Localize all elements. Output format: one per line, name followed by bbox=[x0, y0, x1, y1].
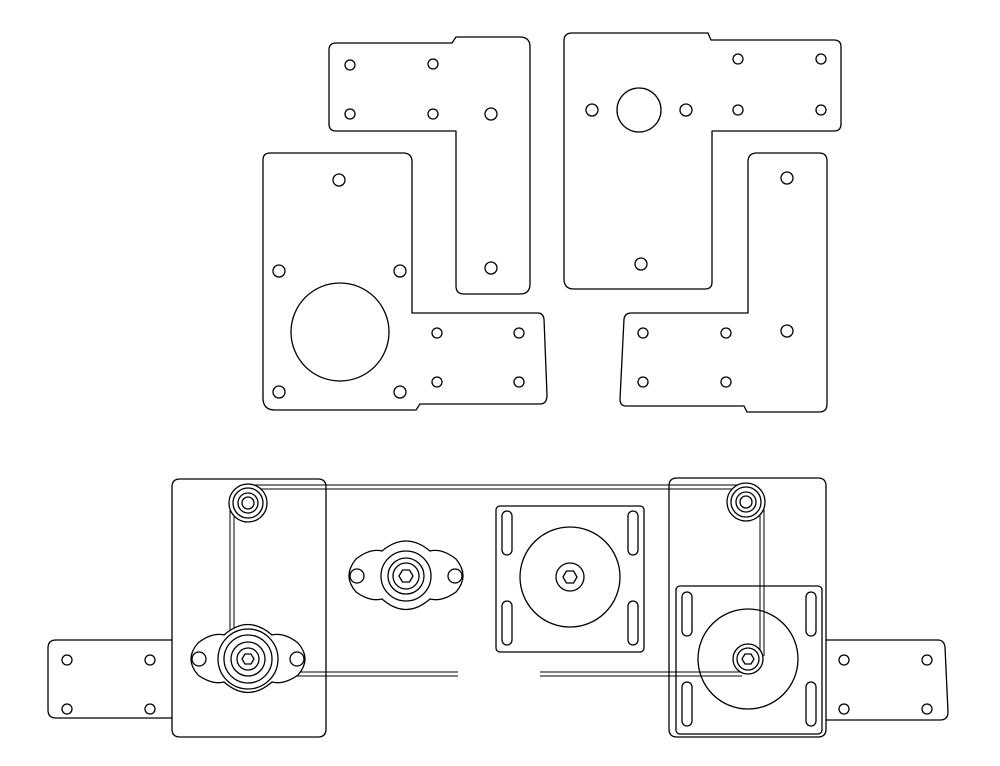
plate-b-hole bbox=[272, 385, 286, 399]
plate-d-hole bbox=[720, 376, 732, 388]
plate-d-hole bbox=[720, 327, 732, 339]
plate-b-hole bbox=[393, 264, 407, 278]
plate-b-outline bbox=[262, 152, 548, 411]
assembly-left-bracket bbox=[47, 478, 327, 738]
idler-pulley-right bbox=[726, 482, 766, 522]
plate-a-outline bbox=[328, 36, 531, 295]
right-bracket-hole bbox=[921, 703, 933, 715]
plate-a bbox=[328, 36, 531, 295]
left-bracket-hole bbox=[144, 654, 156, 666]
plate-a-hole bbox=[427, 108, 439, 120]
plate-d-hole bbox=[637, 327, 649, 339]
plate-d-hole bbox=[780, 324, 794, 338]
plate-b bbox=[262, 152, 548, 411]
plate-a-hole bbox=[344, 108, 356, 120]
plate-b-hole bbox=[393, 385, 407, 399]
left-bracket-hole bbox=[144, 703, 156, 715]
plate-c-hole bbox=[815, 53, 827, 65]
plate-d-hole bbox=[637, 376, 649, 388]
plate-b-hole bbox=[272, 264, 286, 278]
plate-a-hole bbox=[484, 261, 498, 275]
plate-a-hole bbox=[484, 107, 498, 121]
flange-bearing-left bbox=[190, 623, 306, 694]
plate-d-outline bbox=[619, 152, 828, 413]
plate-d-hole bbox=[780, 171, 794, 185]
plate-c-bearing-bore bbox=[616, 87, 662, 133]
plate-c-hole bbox=[732, 53, 744, 65]
flange-bearing-middle bbox=[348, 540, 464, 611]
plate-b-hole bbox=[431, 327, 443, 339]
plate-c-hole bbox=[732, 104, 744, 116]
plate-b-hole bbox=[332, 173, 346, 187]
plate-c-hole bbox=[815, 104, 827, 116]
plate-c-outline bbox=[563, 32, 842, 290]
idler-pulley-left bbox=[228, 483, 268, 523]
plate-d bbox=[619, 152, 828, 413]
plate-b-motor-bore bbox=[290, 282, 390, 382]
timing-belt bbox=[229, 484, 765, 677]
left-bracket-hole bbox=[61, 703, 73, 715]
plate-b-hole bbox=[513, 376, 525, 388]
plate-a-hole bbox=[344, 59, 356, 71]
right-bracket-hole bbox=[838, 654, 850, 666]
plate-a-hole bbox=[427, 58, 439, 70]
left-bracket-outline bbox=[47, 478, 327, 738]
plate-b-hole bbox=[431, 376, 443, 388]
motor-mount-right bbox=[675, 585, 823, 735]
right-bracket-hole bbox=[838, 703, 850, 715]
right-bracket-hole bbox=[921, 654, 933, 666]
plate-c-hole bbox=[585, 103, 599, 117]
plate-c-hole bbox=[679, 103, 693, 117]
plate-c-hole bbox=[634, 257, 648, 271]
assembly-right-bracket bbox=[668, 477, 949, 738]
right-bracket-outline bbox=[668, 477, 949, 738]
plate-b-hole bbox=[513, 327, 525, 339]
motor-mount-middle bbox=[495, 505, 645, 653]
plate-c bbox=[563, 32, 842, 290]
left-bracket-hole bbox=[61, 654, 73, 666]
